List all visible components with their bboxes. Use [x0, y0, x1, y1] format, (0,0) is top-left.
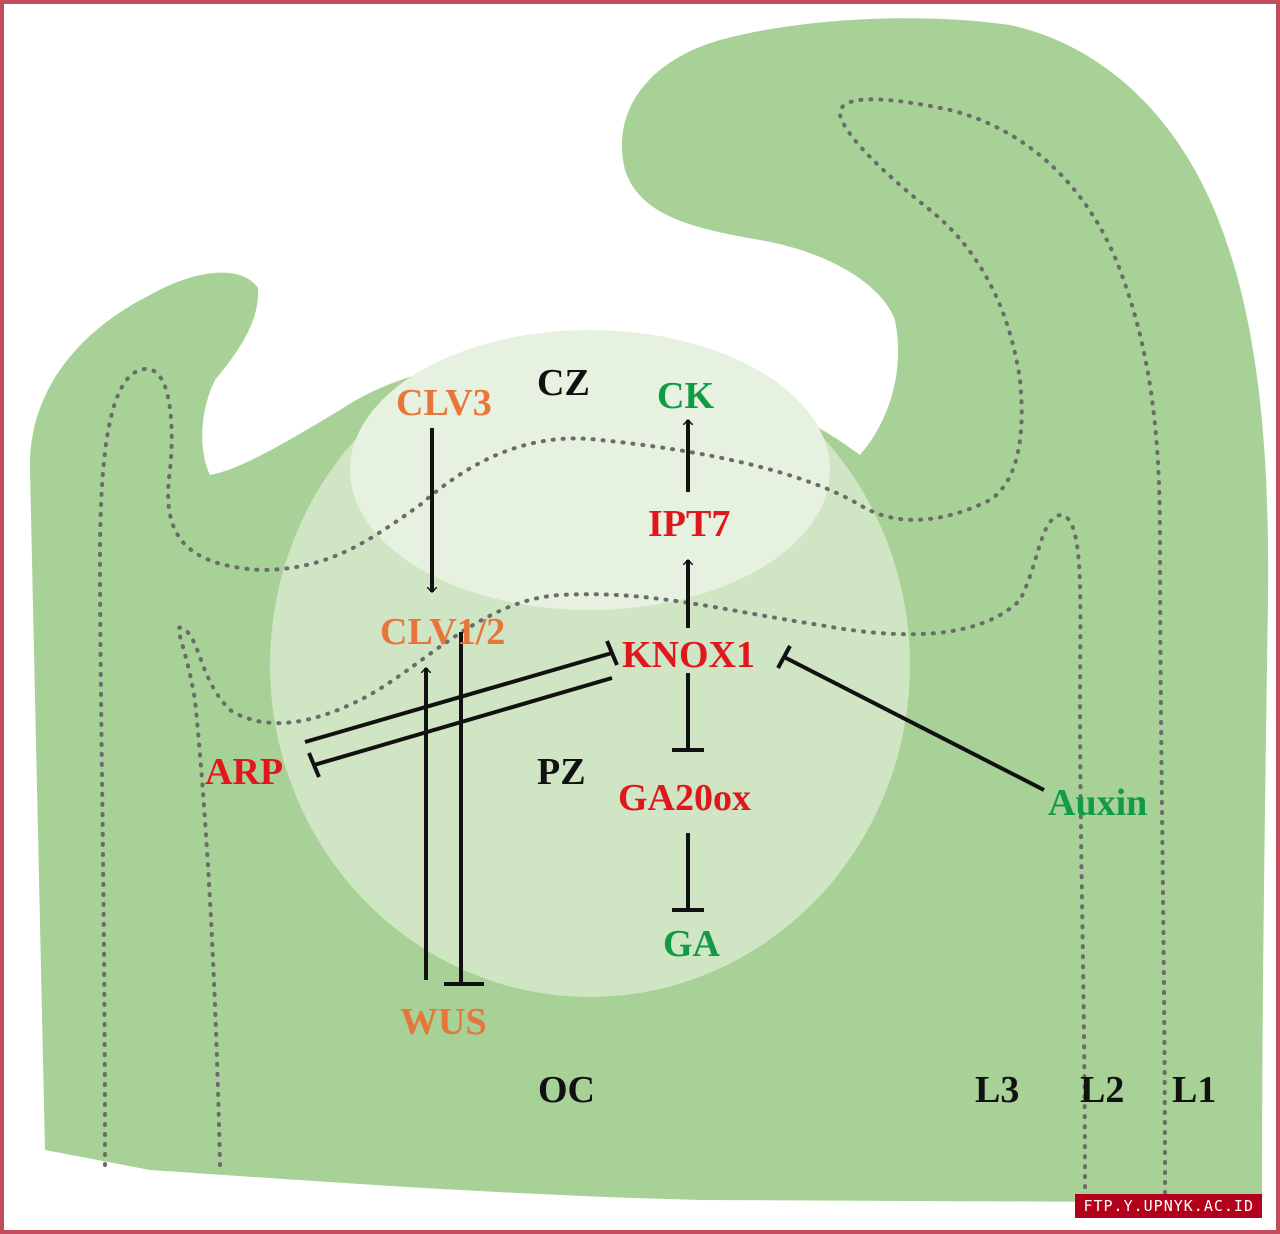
node-clv3: CLV3 — [396, 382, 492, 424]
layer-l3: L3 — [975, 1069, 1019, 1111]
interaction-edges — [304, 420, 1045, 986]
central-zone-region — [350, 330, 830, 610]
watermark: FTP.Y.UPNYK.AC.ID — [1075, 1194, 1262, 1218]
layer-l2: L2 — [1080, 1069, 1124, 1111]
node-knox1: KNOX1 — [622, 634, 755, 676]
zone-cz: CZ — [537, 362, 590, 404]
zone-pz: PZ — [537, 751, 586, 793]
node-arp: ARP — [205, 751, 283, 793]
edge-arp-inhibits-knox1 — [304, 651, 613, 744]
node-wus: WUS — [400, 1001, 487, 1043]
node-ga20ox: GA20ox — [618, 777, 751, 819]
node-ck: CK — [657, 375, 714, 417]
meristem-diagram: CLV3 CK IPT7 CLV1/2 KNOX1 ARP GA20ox GA … — [29, 18, 1269, 1202]
node-ga: GA — [663, 923, 721, 965]
layer-l1: L1 — [1172, 1069, 1216, 1111]
edge-auxin-inhibits-knox1 — [783, 655, 1045, 792]
node-labels: CLV3 CK IPT7 CLV1/2 KNOX1 ARP GA20ox GA … — [205, 375, 1147, 1043]
layer-line-l3 — [176, 512, 1087, 1197]
layer-boundaries — [97, 97, 1167, 1197]
zone-oc: OC — [538, 1069, 595, 1111]
zone-labels: CZ PZ OC L3 L2 L1 — [537, 362, 1216, 1111]
node-auxin: Auxin — [1048, 782, 1147, 824]
layer-line-l2 — [97, 97, 1167, 1197]
node-clv12: CLV1/2 — [380, 611, 505, 653]
edge-knox1-inhibits-arp — [313, 676, 613, 767]
node-ipt7: IPT7 — [648, 503, 730, 545]
